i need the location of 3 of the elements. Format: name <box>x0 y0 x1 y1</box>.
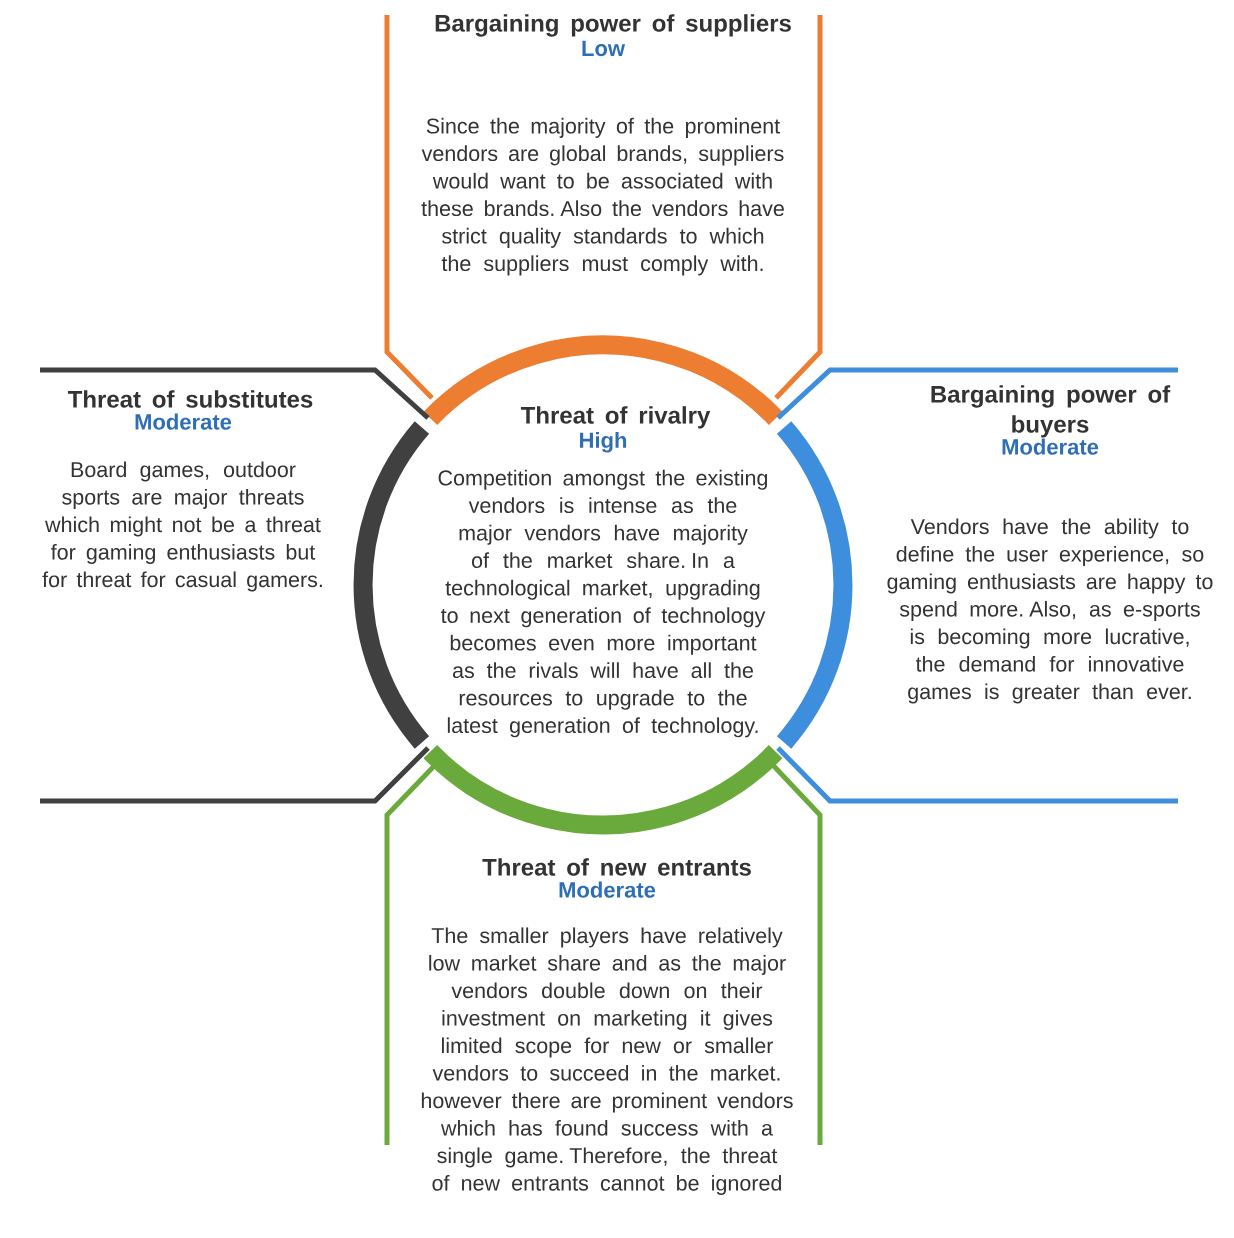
bracket-panel: Threat of substitutes Moderate Board games, outdoor sports are major threats which might not be a threat for gaming enthusiasts but for threat for casual gamers. <box>40 367 430 804</box>
bracket-panel: Bargaining power of suppliers Low Since the majority of the prominent vendors are global brands, suppliers would want to be associated with these brands. Also the vendors have strict quality standards to which the suppliers must comply with. <box>384 14 823 400</box>
circle-text: Threat of rivalry High Competition amongst the existing vendors is intense as the major vendors have majority of the market share. In a technological market, upgrading to next generation of technology becomes even more important as the rivals will have all the resources to upgrade to the latest generation of technology. <box>353 335 853 835</box>
